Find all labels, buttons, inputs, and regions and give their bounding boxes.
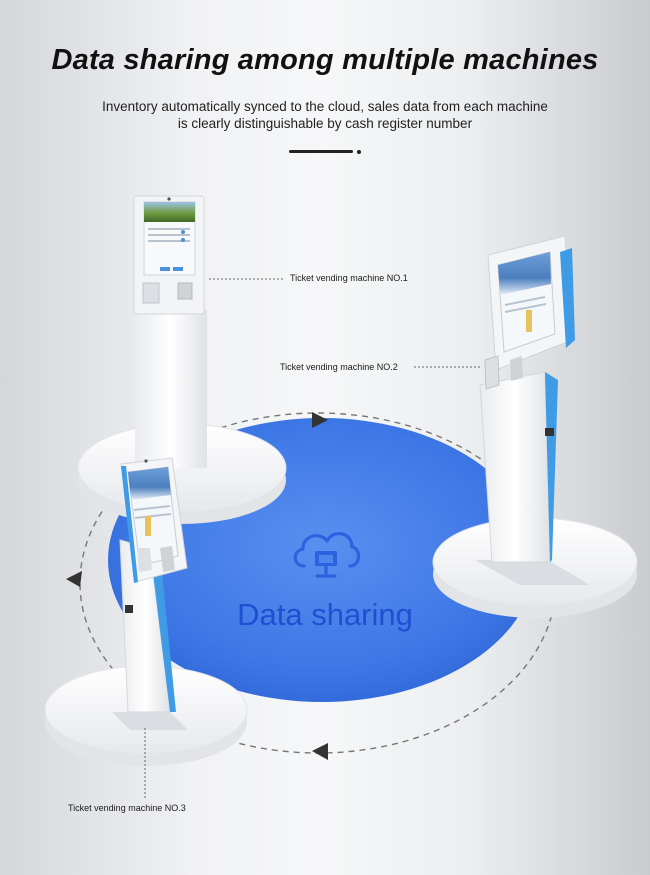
page-title: Data sharing among multiple machines	[51, 44, 599, 76]
data-sharing-label: Data sharing	[237, 597, 413, 632]
machine-label-no2: Ticket vending machine NO.2	[280, 362, 398, 372]
kiosk-no2	[432, 235, 638, 618]
page-subtitle: Inventory automatically synced to the cl…	[60, 98, 590, 132]
title-divider-dot	[357, 150, 361, 154]
flow-arrow-left-icon	[66, 571, 82, 587]
subtitle-line-2: is clearly distinguishable by cash regis…	[177, 116, 473, 131]
flow-arrow-bottom-icon	[312, 743, 328, 760]
subtitle-line-1: Inventory automatically synced to the cl…	[102, 99, 548, 114]
cloud-computer-icon	[293, 532, 361, 578]
kiosk-no1	[77, 195, 287, 524]
flow-arrow-top-icon	[312, 412, 328, 428]
kiosk-no3	[44, 457, 248, 766]
title-divider-bar	[289, 150, 353, 153]
machine-label-no3: Ticket vending machine NO.3	[68, 803, 186, 813]
machine-label-no1: Ticket vending machine NO.1	[290, 273, 408, 283]
